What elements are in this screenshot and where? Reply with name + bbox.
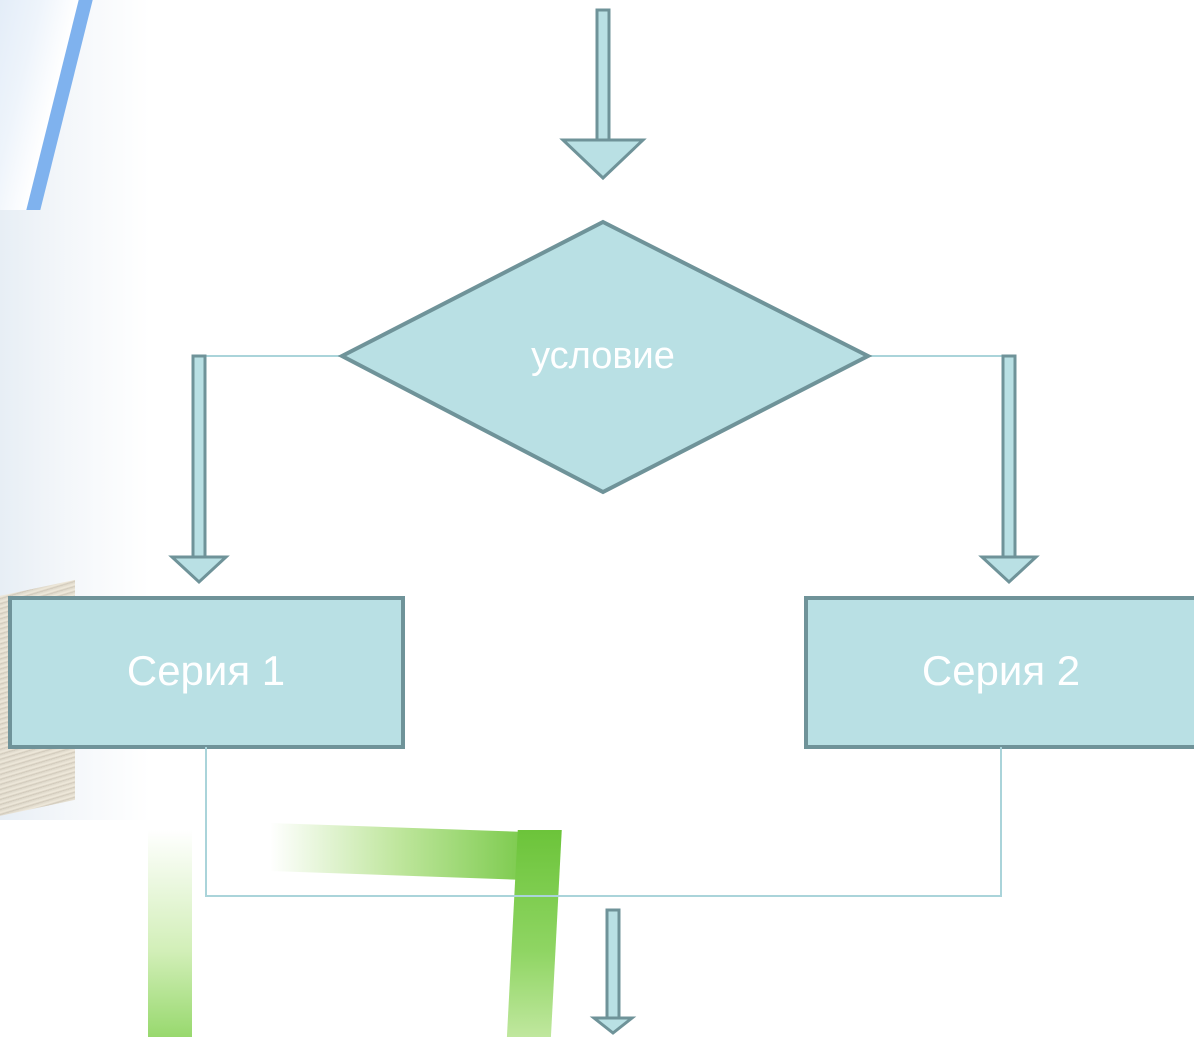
merge-connector — [205, 747, 1002, 897]
exit-arrow — [589, 908, 637, 1035]
series-1-box — [8, 596, 405, 749]
background-green-stripe-left — [148, 830, 192, 1037]
condition-label: условие — [531, 335, 675, 377]
condition-diamond — [337, 219, 873, 495]
series-2-box — [804, 596, 1194, 749]
branch-right-arrow — [978, 354, 1040, 585]
series-1-label: Серия 1 — [127, 647, 285, 694]
series-2-label: Серия 2 — [922, 647, 1080, 694]
branch-left-arrow — [168, 354, 230, 585]
entry-arrow — [559, 8, 647, 181]
